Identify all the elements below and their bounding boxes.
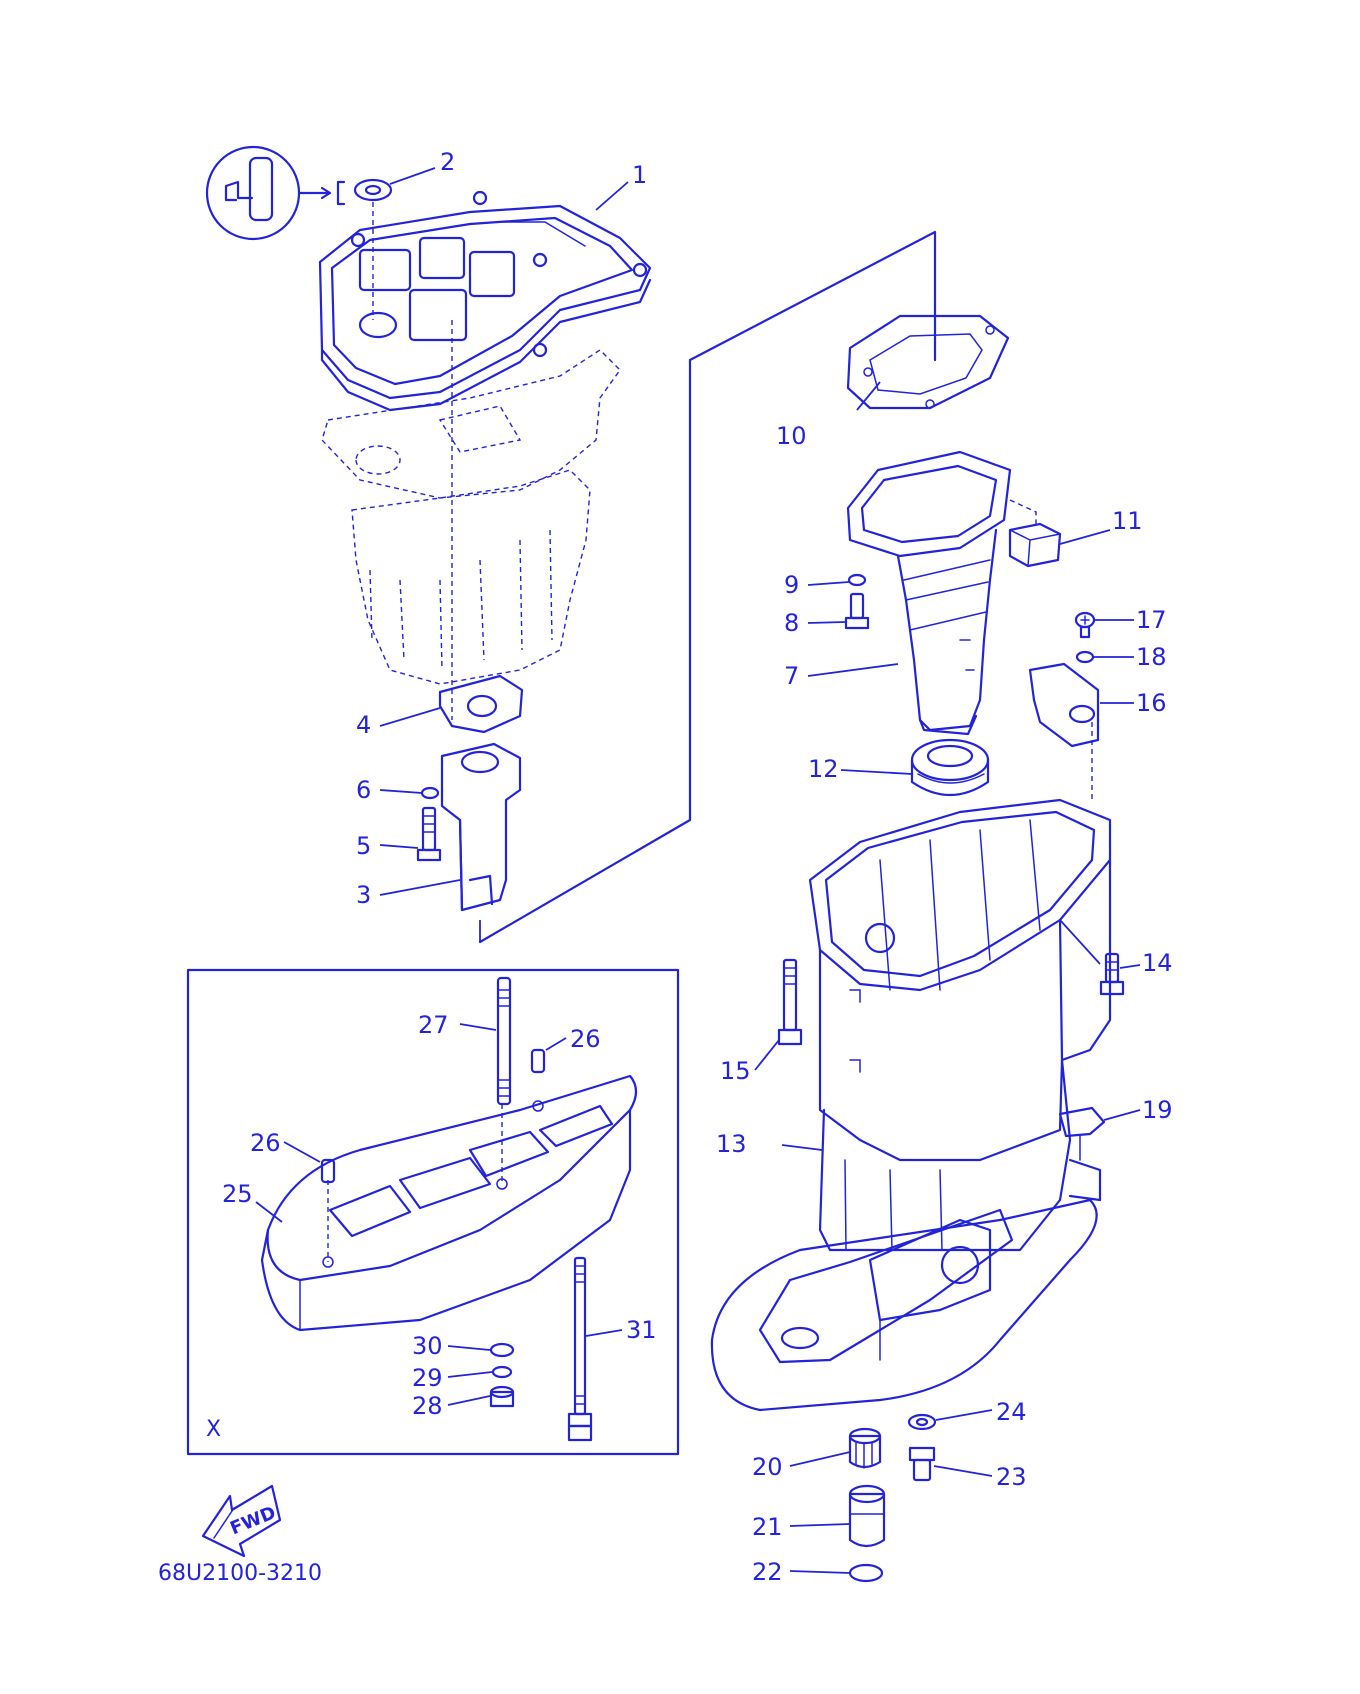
callout-24: 24 <box>996 1398 1027 1426</box>
callout-2: 2 <box>440 148 455 176</box>
part-26-pin-upper <box>530 1048 546 1074</box>
part-13-cavitation-plate <box>710 1198 1098 1412</box>
callout-13: 13 <box>716 1130 747 1158</box>
callout-1: 1 <box>632 161 647 189</box>
callout-31: 31 <box>626 1316 657 1344</box>
part-8-bolt <box>844 592 870 630</box>
part-4-gasket <box>438 674 524 734</box>
part-13-upper-case <box>808 798 1112 1252</box>
part-14-bolt <box>1099 952 1125 996</box>
callout-19: 19 <box>1142 1096 1173 1124</box>
part-19-clip <box>1058 1106 1106 1161</box>
callout-8: 8 <box>784 609 799 637</box>
part-24-washer <box>907 1413 937 1431</box>
callout-26-lower: 26 <box>250 1129 281 1157</box>
part-1-upper-casing <box>318 190 652 412</box>
callout-5: 5 <box>356 832 371 860</box>
callout-17: 17 <box>1136 606 1167 634</box>
detail-circle <box>205 145 346 241</box>
callout-10: 10 <box>776 422 807 450</box>
callout-6: 6 <box>356 776 371 804</box>
part-27-stud <box>496 976 512 1106</box>
callout-15: 15 <box>720 1057 751 1085</box>
part-18-washer <box>1075 650 1095 664</box>
part-5-bolt <box>416 806 442 862</box>
part-16-plate <box>1028 662 1100 800</box>
callout-30: 30 <box>412 1332 443 1360</box>
part-20-bushing <box>848 1427 882 1469</box>
callout-25: 25 <box>222 1180 253 1208</box>
part-25-adapter-plate <box>260 1074 638 1332</box>
part-21-sleeve <box>848 1484 886 1548</box>
part-31-long-bolt <box>567 1256 593 1442</box>
part-15-bolt <box>777 958 803 1046</box>
callout-20: 20 <box>752 1453 783 1481</box>
callout-16: 16 <box>1136 689 1167 717</box>
part-2-washer <box>353 178 393 320</box>
callout-12: 12 <box>808 755 839 783</box>
part-12-seal <box>910 738 990 797</box>
callout-9: 9 <box>784 571 799 599</box>
callout-14: 14 <box>1142 949 1173 977</box>
callout-7: 7 <box>784 662 799 690</box>
part-10-gasket <box>846 314 1010 410</box>
callout-23: 23 <box>996 1463 1027 1491</box>
callout-3: 3 <box>356 881 371 909</box>
callout-22: 22 <box>752 1558 783 1586</box>
oil-pan-dashed <box>351 320 591 720</box>
part-7-exhaust-housing <box>846 450 1012 736</box>
assembly-guide-lines <box>478 230 937 944</box>
part-code: 68U2100-3210 <box>158 1561 322 1586</box>
callout-28: 28 <box>412 1392 443 1420</box>
part-28-nut <box>489 1385 515 1408</box>
inset-label: X <box>206 1417 221 1442</box>
callout-4: 4 <box>356 711 371 739</box>
part-29-spring-washer <box>491 1365 513 1379</box>
part-6-washer <box>420 786 440 800</box>
callout-11: 11 <box>1112 507 1143 535</box>
part-3-exhaust-guide <box>440 742 522 912</box>
leader-lines <box>255 167 1141 1574</box>
part-11-mount-block <box>1008 499 1062 568</box>
callout-21: 21 <box>752 1513 783 1541</box>
part-17-screw <box>1074 611 1096 639</box>
fwd-arrow-icon <box>201 1484 282 1558</box>
callout-27: 27 <box>418 1011 449 1039</box>
part-9-washer <box>847 573 867 587</box>
part-22-ring <box>848 1563 884 1583</box>
callout-labels: 1 2 3 4 5 6 7 8 9 10 11 12 13 14 15 16 1… <box>222 148 1173 1586</box>
part-30-washer <box>489 1342 515 1358</box>
callout-26-upper: 26 <box>570 1025 601 1053</box>
gasket-dashed <box>321 349 621 499</box>
callout-29: 29 <box>412 1364 443 1392</box>
inset-box <box>186 968 680 1456</box>
part-23-bolt <box>908 1446 936 1482</box>
callout-18: 18 <box>1136 643 1167 671</box>
